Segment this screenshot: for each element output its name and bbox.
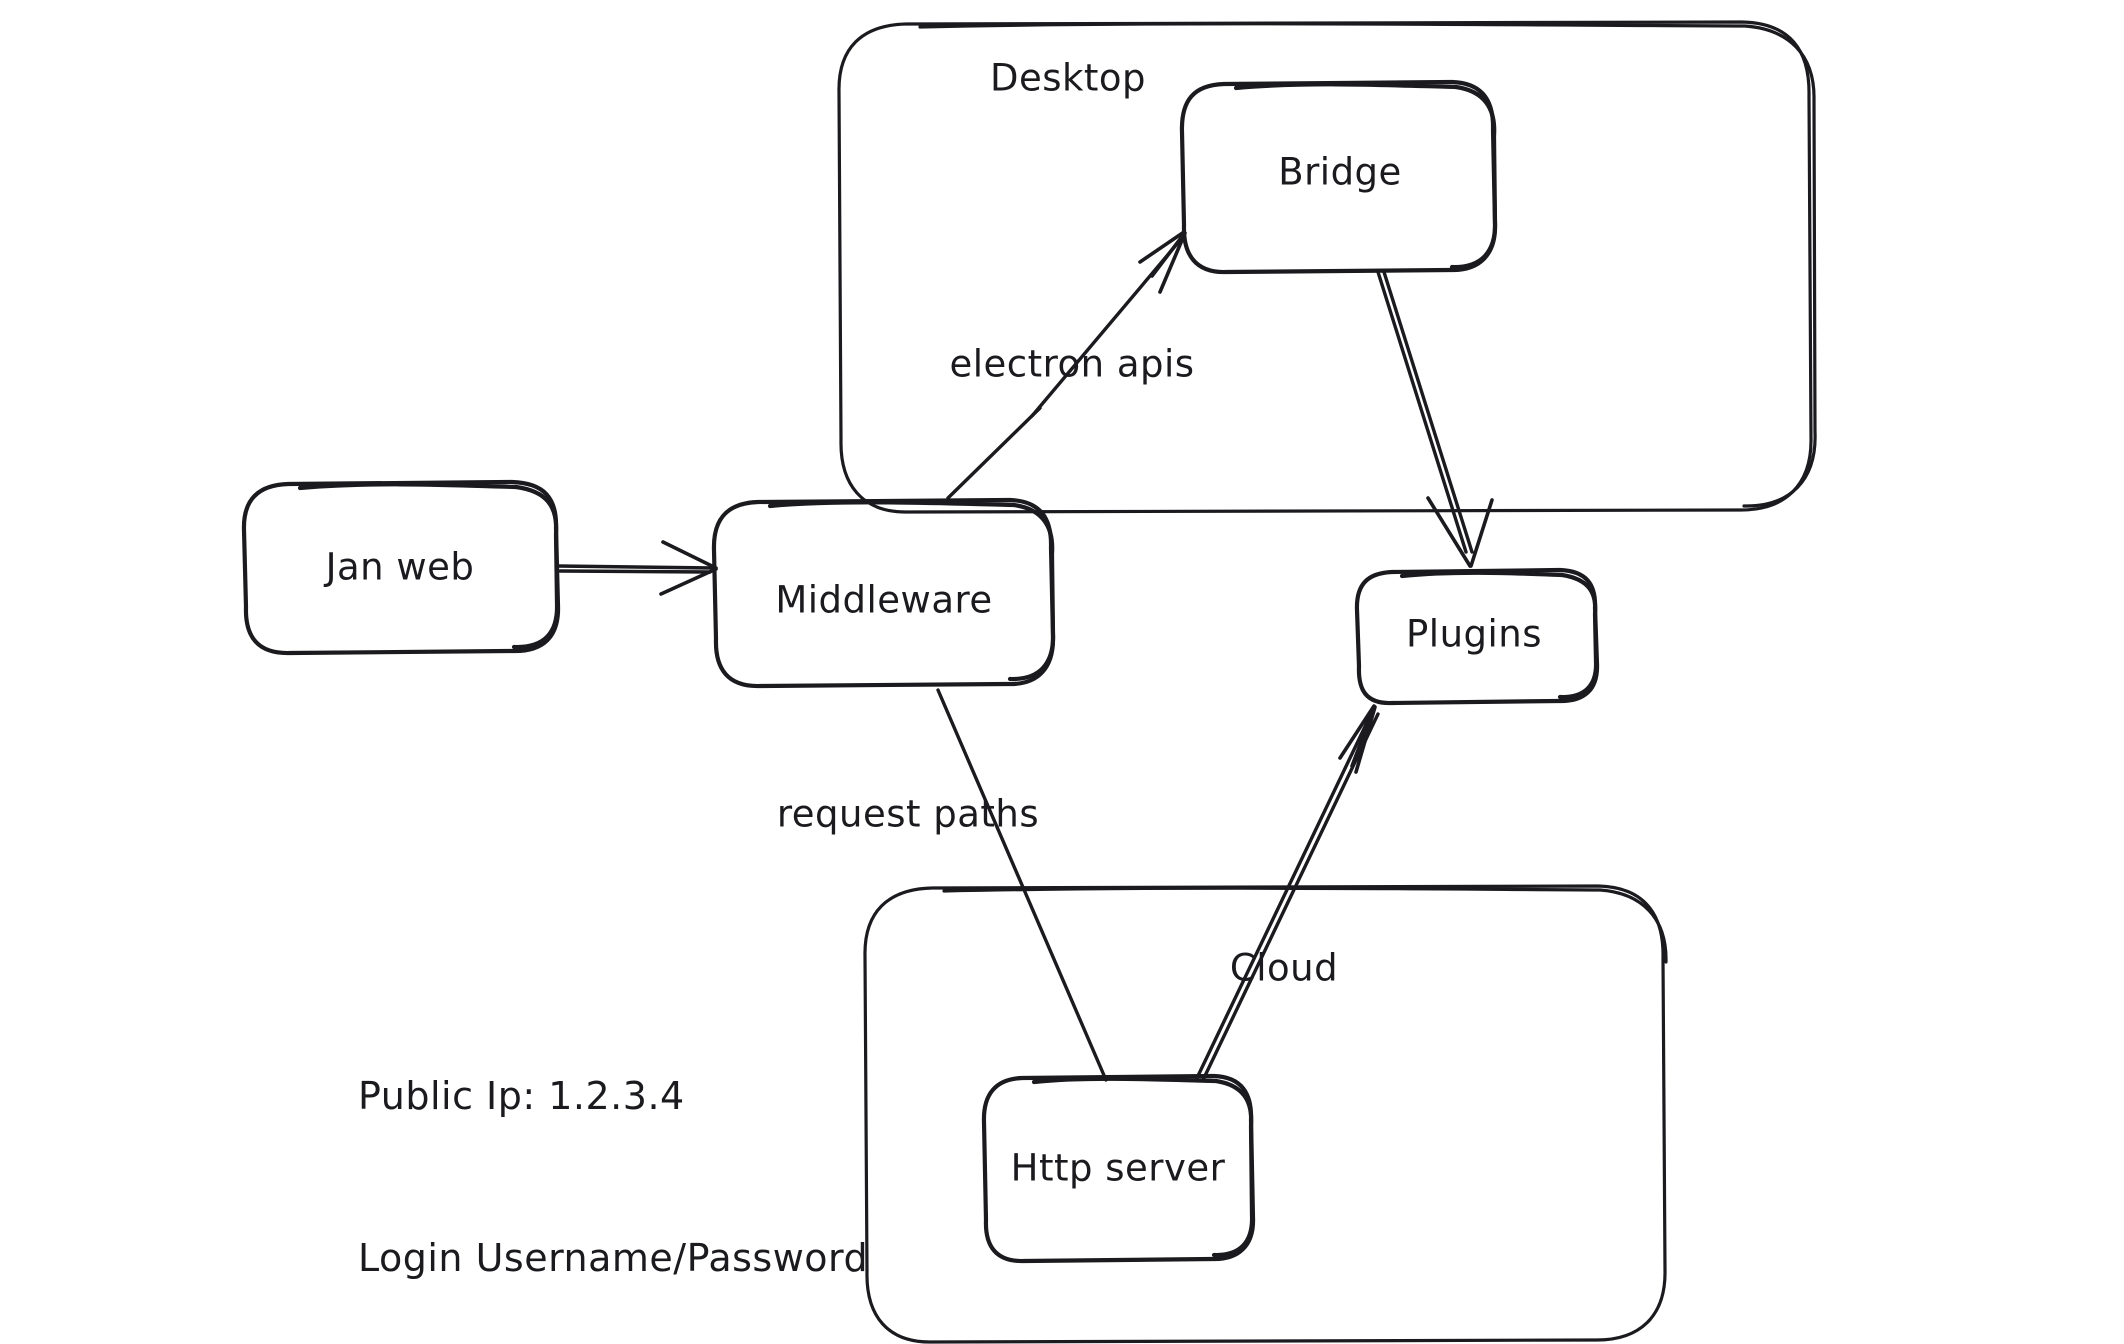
edge-label-electron-apis: electron apis [949,342,1195,386]
edge-jan-web-to-middleware [556,540,718,596]
note-login-credentials: Login Username/Password [358,1235,869,1280]
node-label-plugins: Plugins [1405,612,1543,656]
node-label-jan-web: Jan web [325,545,475,589]
group-label-desktop: Desktop [989,56,1147,100]
node-label-http-server: Http server [1010,1146,1226,1190]
node-middleware[interactable] [716,500,1052,684]
node-label-bridge: Bridge [1278,150,1402,194]
edge-bridge-to-plugins [1376,270,1494,568]
node-http-server[interactable] [986,1074,1252,1260]
edge-label-cloud: Cloud [1229,946,1339,990]
group-cloud[interactable] [864,884,1664,944]
note-public-ip: Public Ip: 1.2.3.4 [358,1073,685,1118]
node-jan-web[interactable] [246,482,556,652]
node-plugins[interactable] [1360,570,1592,700]
group-desktop[interactable] [840,20,1812,80]
annotation-note-block: Public Ip: 1.2.3.4 Login Username/Passwo… [358,962,868,1344]
node-bridge[interactable] [1184,80,1492,270]
node-label-middleware: Middleware [775,578,993,622]
edge-label-request-paths: request paths [776,792,1040,836]
